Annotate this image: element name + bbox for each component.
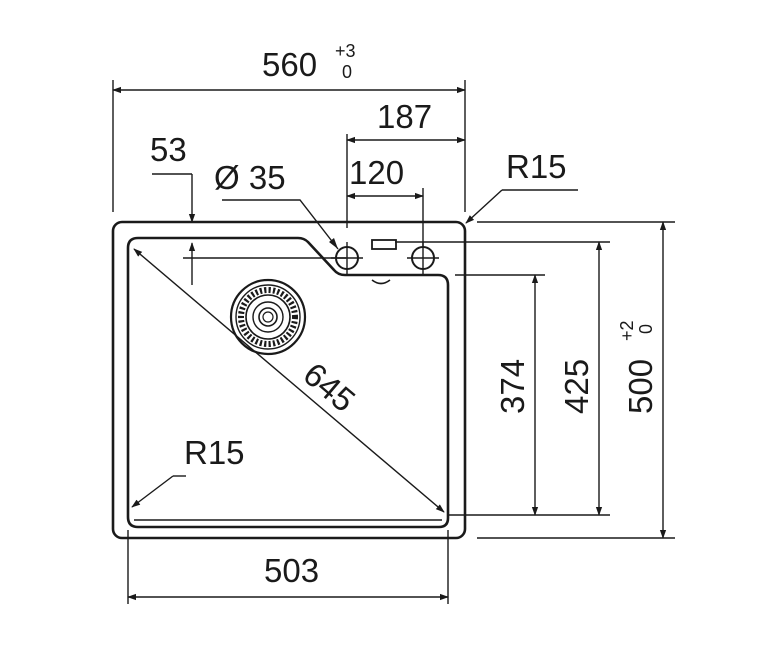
overall-length-tol-lower: 0 [636,324,656,334]
diagonal-dimension-line [133,248,445,513]
tap-diameter-leader [222,199,339,250]
overall-length-tol-upper: +2 [617,320,637,341]
tap-spacing-value: 120 [349,154,404,191]
overall-width-tol-lower: 0 [342,62,352,82]
tap-diameter-arrowhead [329,238,338,249]
sink-outer-outline [111,220,467,540]
tap-offset-value: 187 [377,98,432,135]
bowl-length-value: 425 [558,359,595,414]
overall-width-tol-upper: +3 [335,41,356,61]
diagonal-value: 645 [296,355,362,419]
bowl-depth-value: 374 [494,359,531,414]
outer-radius-arrow [465,189,503,224]
overflow-slot-icon [371,239,397,250]
bowl-width-value: 503 [264,552,319,589]
overall-length-value: 500 [622,359,659,414]
sink-bowl-outline [126,236,450,529]
inner-radius-value: R15 [184,434,245,471]
tap-hole-right [407,242,439,274]
tap-diameter-value: Ø 35 [214,159,286,196]
overflow-notch [371,279,391,285]
overall-width-value: 560 [262,46,317,83]
drain-strainer-icon [229,278,307,356]
ledge-offset-value: 53 [150,131,187,168]
inner-radius-arrow [131,475,174,508]
outer-radius-value: R15 [506,148,567,185]
